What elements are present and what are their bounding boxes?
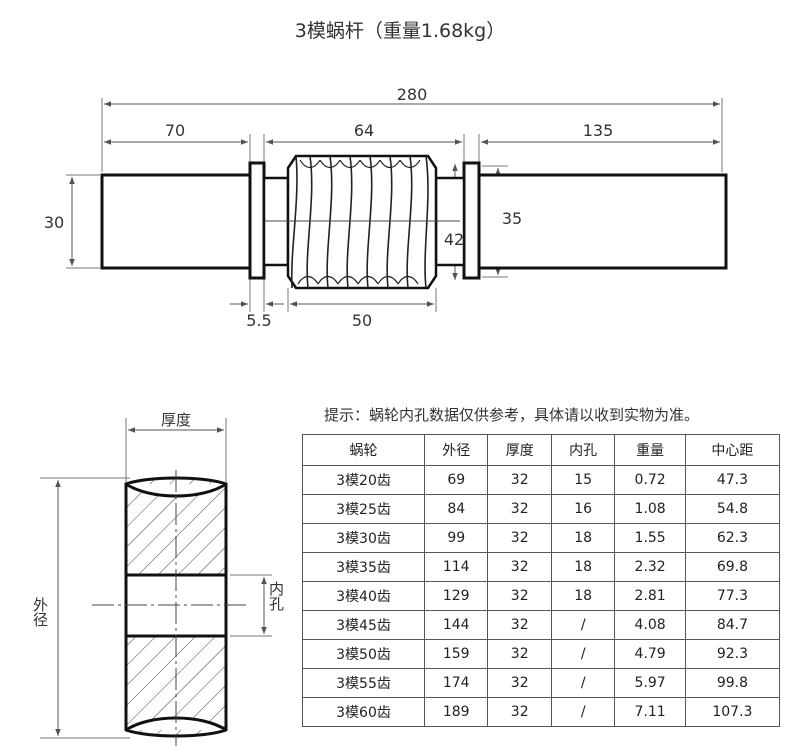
table-cell: 32 <box>487 581 552 611</box>
dim-mid-length: 64 <box>354 121 374 140</box>
table-cell: 129 <box>423 581 489 611</box>
wheel-outer-dia-label: 外径 <box>31 597 49 627</box>
table-cell: 3模35齿 <box>302 552 425 582</box>
table-cell: / <box>550 668 616 698</box>
table-row: 3模30齿 99 32 18 1.55 62.3 <box>302 523 781 553</box>
table-cell: 3模25齿 <box>302 494 425 524</box>
dim-right-length: 135 <box>583 121 614 140</box>
table-cell: 69 <box>423 465 489 495</box>
table-row: 3模40齿 129 32 18 2.81 77.3 <box>302 581 781 611</box>
table-cell: 3模30齿 <box>302 523 425 553</box>
col-header: 蜗轮 <box>302 434 425 466</box>
table-cell: 16 <box>550 494 616 524</box>
table-cell: 144 <box>423 610 489 640</box>
worm-drawing: 280 70 64 135 30 35 42 5.5 50 <box>44 85 728 330</box>
wheel-bore-label: 内孔 <box>267 581 285 612</box>
col-header: 内孔 <box>550 434 616 466</box>
table-cell: 92.3 <box>684 639 781 669</box>
table-cell: / <box>550 697 616 727</box>
table-cell: 84.7 <box>684 610 781 640</box>
right-shaft <box>477 173 728 270</box>
table-cell: 107.3 <box>684 697 781 727</box>
col-header: 中心距 <box>684 434 781 466</box>
table-row: 3模55齿 174 32 / 5.97 99.8 <box>302 668 781 698</box>
table-row: 3模25齿 84 32 16 1.08 54.8 <box>302 494 781 524</box>
table-row: 3模20齿 69 32 15 0.72 47.3 <box>302 465 781 495</box>
dim-thread-length: 50 <box>352 311 372 330</box>
table-cell: 3模45齿 <box>302 610 425 640</box>
table-cell: 18 <box>550 552 616 582</box>
dim-shaft-dia: 30 <box>44 213 64 232</box>
worm-extension-lines <box>101 98 723 312</box>
table-cell: 99.8 <box>684 668 781 698</box>
table-cell: 0.72 <box>614 465 686 495</box>
col-header: 厚度 <box>487 434 552 466</box>
table-cell: 99 <box>423 523 489 553</box>
table-header-row: 蜗轮 外径 厚度 内孔 重量 中心距 <box>302 434 781 466</box>
table-cell: 32 <box>487 697 552 727</box>
table-cell: 84 <box>423 494 489 524</box>
table-cell: / <box>550 610 616 640</box>
col-header: 重量 <box>614 434 686 466</box>
left-shaft <box>100 173 252 270</box>
table-cell: 62.3 <box>684 523 781 553</box>
wheel-upper-section <box>124 476 228 577</box>
table-cell: 32 <box>487 465 552 495</box>
table-row: 3模35齿 114 32 18 2.32 69.8 <box>302 552 781 582</box>
table-cell: 5.97 <box>614 668 686 698</box>
table-cell: 174 <box>423 668 489 698</box>
dim-collar-width: 5.5 <box>246 311 271 330</box>
wheel-drawing: 厚度 外径 内孔 <box>31 411 285 746</box>
dim-outer-dia: 42 <box>444 230 464 249</box>
table-cell: 159 <box>423 639 489 669</box>
table-cell: 1.55 <box>614 523 686 553</box>
table-cell: 32 <box>487 494 552 524</box>
table-row: 3模45齿 144 32 / 4.08 84.7 <box>302 610 781 640</box>
table-cell: 18 <box>550 523 616 553</box>
dim-total-length: 280 <box>397 85 428 104</box>
table-cell: 2.32 <box>614 552 686 582</box>
table-row: 3模60齿 189 32 / 7.11 107.3 <box>302 697 781 727</box>
table-cell: 3模50齿 <box>302 639 425 669</box>
wheel-spec-table: 蜗轮 外径 厚度 内孔 重量 中心距 3模20齿 69 32 15 0.72 4… <box>302 434 781 727</box>
table-cell: 189 <box>423 697 489 727</box>
spec-note: 提示：蜗轮内孔数据仅供参考，具体请以收到实物为准。 <box>324 406 700 424</box>
table-cell: 3模60齿 <box>302 697 425 727</box>
table-cell: 114 <box>423 552 489 582</box>
table-row: 3模50齿 159 32 / 4.79 92.3 <box>302 639 781 669</box>
table-cell: 32 <box>487 610 552 640</box>
page-title: 3模蜗杆（重量1.68kg） <box>294 20 506 42</box>
table-cell: 2.81 <box>614 581 686 611</box>
table-cell: 32 <box>487 523 552 553</box>
table-cell: / <box>550 639 616 669</box>
table-cell: 3模20齿 <box>302 465 425 495</box>
table-cell: 3模40齿 <box>302 581 425 611</box>
table-cell: 54.8 <box>684 494 781 524</box>
table-cell: 47.3 <box>684 465 781 495</box>
table-cell: 32 <box>487 639 552 669</box>
table-cell: 4.08 <box>614 610 686 640</box>
table-cell: 32 <box>487 552 552 582</box>
table-cell: 32 <box>487 668 552 698</box>
left-collar <box>248 161 266 280</box>
table-cell: 1.08 <box>614 494 686 524</box>
table-cell: 7.11 <box>614 697 686 727</box>
worm-thread <box>286 154 438 290</box>
table-cell: 18 <box>550 581 616 611</box>
table-cell: 15 <box>550 465 616 495</box>
col-header: 外径 <box>423 434 489 466</box>
table-cell: 77.3 <box>684 581 781 611</box>
table-cell: 4.79 <box>614 639 686 669</box>
dim-left-length: 70 <box>165 121 185 140</box>
right-collar <box>462 161 481 280</box>
table-cell: 69.8 <box>684 552 781 582</box>
table-cell: 3模55齿 <box>302 668 425 698</box>
wheel-thickness-label: 厚度 <box>161 411 191 429</box>
dim-collar-dia: 35 <box>502 209 522 228</box>
